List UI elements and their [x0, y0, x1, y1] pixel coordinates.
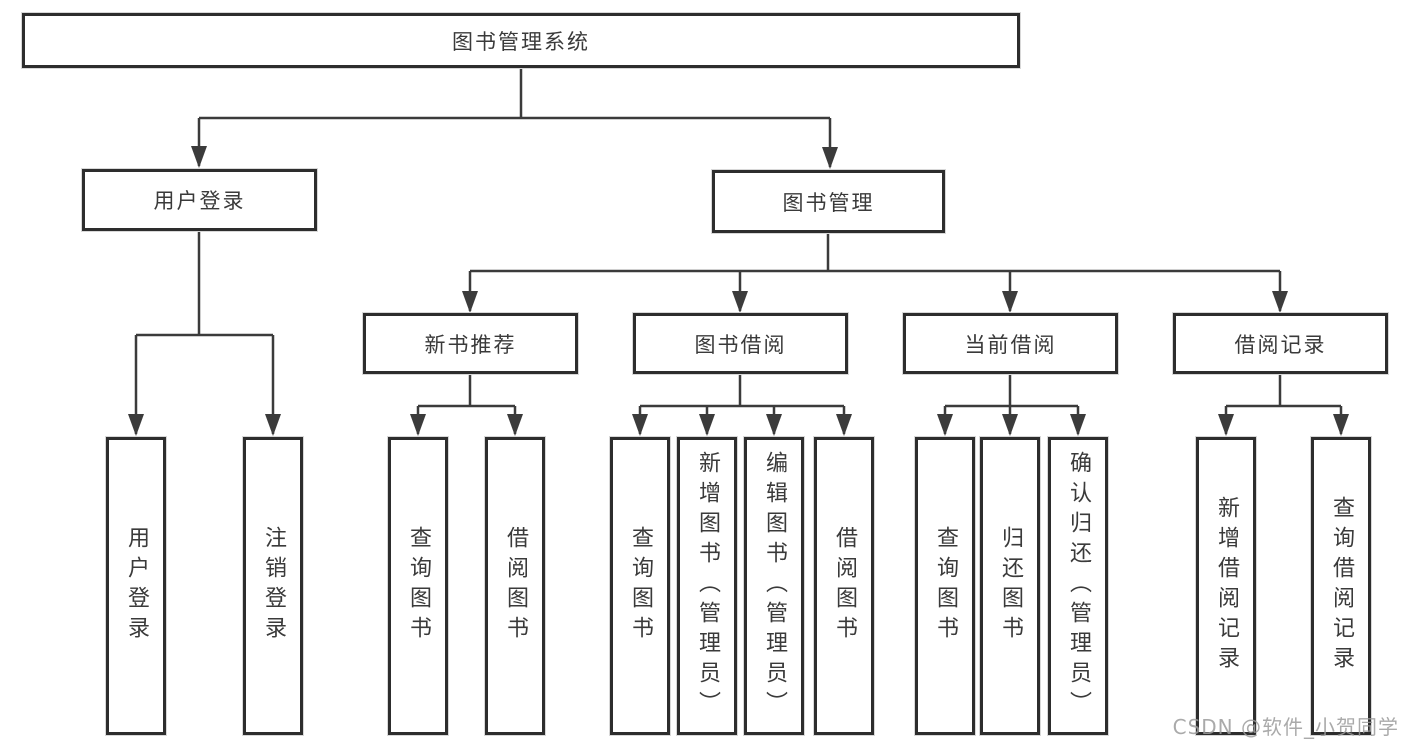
node-borrow-records-label: 借阅记录 [1234, 332, 1327, 357]
leaf-label: 归还图书 [998, 526, 1023, 646]
borrow-branch [640, 374, 844, 408]
records-branch [1226, 374, 1341, 408]
leaf-add-books-admin: 新增图书（管理员） [677, 437, 737, 735]
node-borrow-records: 借阅记录 [1173, 313, 1388, 374]
root-connector [199, 68, 830, 120]
leaf-return-books: 归还图书 [980, 437, 1040, 735]
leaf-label: 确认归还（管理员） [1066, 451, 1091, 721]
leaf-query-borrow-record: 查询借阅记录 [1311, 437, 1371, 735]
node-book-management-label: 图书管理 [782, 190, 875, 215]
leaf-label: 查询借阅记录 [1329, 496, 1354, 676]
node-book-management: 图书管理 [712, 170, 945, 233]
leaf-add-borrow-record: 新增借阅记录 [1196, 437, 1256, 735]
leaf-borrow-query-books: 查询图书 [610, 437, 670, 735]
node-root-system: 图书管理系统 [22, 13, 1020, 68]
leaf-label: 借阅图书 [832, 526, 857, 646]
node-new-book-recommend: 新书推荐 [363, 313, 578, 374]
node-root-label: 图书管理系统 [452, 29, 590, 54]
node-user-login: 用户登录 [82, 169, 317, 231]
node-current-borrow-label: 当前借阅 [964, 332, 1057, 357]
node-user-login-label: 用户登录 [153, 189, 246, 213]
leaf-label: 编辑图书（管理员） [762, 451, 787, 721]
leaf-borrow-books: 借阅图书 [814, 437, 874, 735]
node-new-book-recommend-label: 新书推荐 [424, 332, 517, 357]
leaf-logout: 注销登录 [243, 437, 303, 735]
leaf-label: 查询图书 [628, 526, 653, 646]
leaf-edit-books-admin: 编辑图书（管理员） [744, 437, 804, 735]
leaf-label: 用户登录 [124, 526, 149, 646]
leaf-recommend-query-books: 查询图书 [388, 437, 448, 735]
current-branch [945, 374, 1078, 408]
node-book-borrow-label: 图书借阅 [694, 332, 787, 357]
csdn-watermark: CSDN @软件_小贺同学 [1172, 715, 1399, 739]
leaf-label: 借阅图书 [503, 526, 528, 646]
leaf-current-query-books: 查询图书 [915, 437, 975, 735]
leaf-user-login: 用户登录 [106, 437, 166, 735]
leaf-confirm-return-admin: 确认归还（管理员） [1048, 437, 1108, 735]
leaf-label: 查询图书 [406, 526, 431, 646]
node-book-borrow: 图书借阅 [633, 313, 848, 374]
login-branch [136, 231, 273, 337]
leaf-recommend-borrow-books: 借阅图书 [485, 437, 545, 735]
leaf-label: 新增图书（管理员） [695, 451, 720, 721]
book-mgmt-branch [470, 233, 1280, 273]
leaf-label: 查询图书 [933, 526, 958, 646]
leaf-label: 注销登录 [261, 526, 286, 646]
node-current-borrow: 当前借阅 [903, 313, 1118, 374]
recommend-branch [418, 374, 515, 408]
leaf-label: 新增借阅记录 [1214, 496, 1239, 676]
